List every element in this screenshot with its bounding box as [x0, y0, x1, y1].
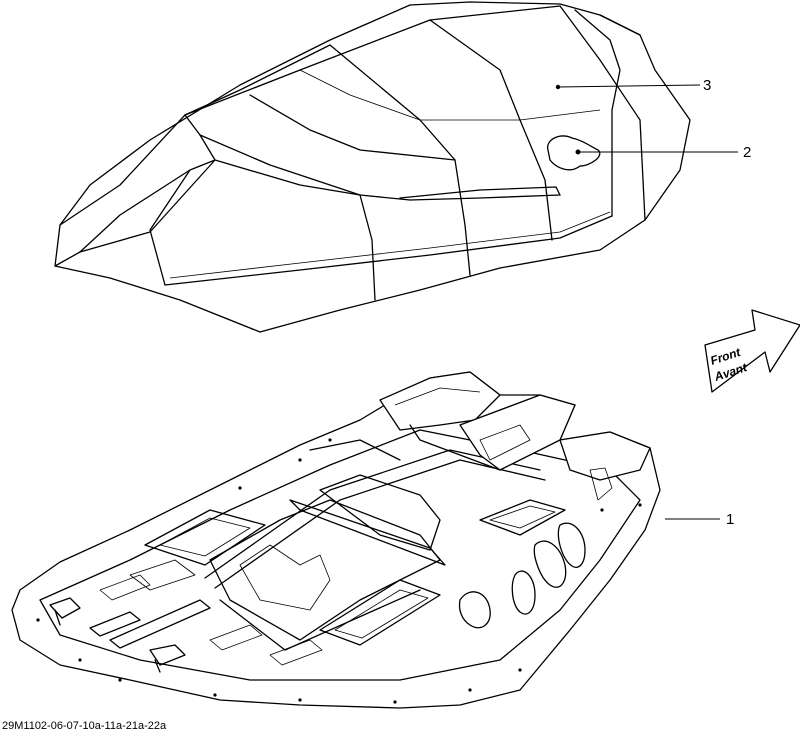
callout-1: 1 — [665, 511, 734, 528]
reference-code: 29M1102-06-07-10a-11a-21a-22a — [2, 720, 167, 732]
callout-3: 3 — [557, 77, 711, 94]
front-direction-arrow: Front Avant — [704, 309, 800, 393]
callout-2-label: 2 — [743, 144, 751, 161]
seat-base — [11, 371, 661, 709]
seat-cover — [54, 1, 691, 333]
callout-1-label: 1 — [726, 511, 734, 528]
callout-2: 2 — [578, 144, 751, 161]
callout-3-label: 3 — [703, 77, 711, 94]
